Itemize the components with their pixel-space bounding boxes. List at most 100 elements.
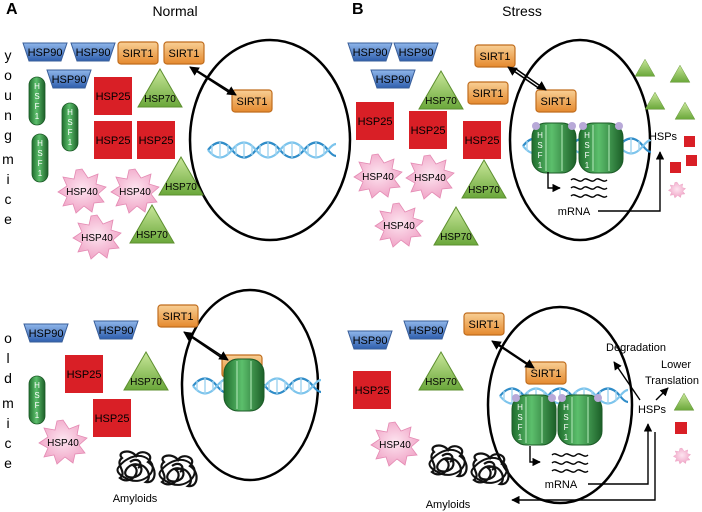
- svg-text:n: n: [4, 107, 12, 123]
- svg-text:SIRT1: SIRT1: [237, 96, 268, 108]
- svg-text:F: F: [35, 401, 40, 410]
- svg-text:o: o: [4, 67, 12, 83]
- arrow: [515, 68, 547, 91]
- svg-text:S: S: [34, 391, 39, 400]
- svg-text:F: F: [564, 423, 569, 432]
- hsp90-box: HSP90: [347, 330, 393, 350]
- hsp40-star: HSP40: [38, 419, 88, 465]
- svg-text:H: H: [34, 82, 40, 91]
- svg-text:c: c: [5, 435, 12, 451]
- hsf1-trimer: H S F 1: [531, 122, 577, 174]
- svg-text:F: F: [68, 128, 73, 137]
- svg-text:HSP25: HSP25: [465, 135, 500, 147]
- svg-text:H: H: [34, 381, 40, 390]
- hsf1-trimer: H S F 1: [557, 394, 603, 446]
- hsp70-small: [669, 64, 691, 83]
- hsp40-star: HSP40: [374, 202, 424, 248]
- hsp90-box: HSP90: [393, 42, 439, 62]
- svg-text:SIRT1: SIRT1: [469, 319, 500, 331]
- svg-text:y: y: [5, 47, 12, 63]
- hsp40-star: HSP40: [353, 153, 403, 199]
- svg-text:m: m: [2, 151, 14, 167]
- hsp25-square: HSP25: [137, 121, 175, 159]
- svg-text:1: 1: [68, 138, 73, 147]
- hsp90-box: HSP90: [23, 323, 69, 343]
- hsp25-small: [675, 422, 687, 434]
- hsp70-small: [674, 101, 696, 120]
- svg-text:HSP70: HSP70: [425, 377, 457, 388]
- svg-text:HSP25: HSP25: [96, 91, 131, 103]
- svg-text:HSP40: HSP40: [47, 438, 79, 449]
- panel-a-young: HSP90 HSP90 HSP90 SIRT1 SIRT1 SIRT1 H S …: [22, 38, 352, 260]
- hsf1-monomer: H S F 1: [28, 375, 46, 425]
- nucleus: [486, 305, 634, 505]
- svg-text:HSP90: HSP90: [29, 328, 64, 340]
- hsf1-monomer: H S F 1: [31, 133, 49, 183]
- svg-text:m: m: [2, 395, 14, 411]
- svg-text:1: 1: [585, 161, 590, 170]
- svg-text:H: H: [584, 131, 590, 140]
- svg-text:HSP70: HSP70: [440, 232, 472, 243]
- svg-text:F: F: [35, 102, 40, 111]
- svg-text:F: F: [38, 159, 43, 168]
- svg-text:F: F: [538, 151, 543, 160]
- svg-text:H: H: [37, 139, 43, 148]
- svg-text:g: g: [4, 127, 12, 143]
- svg-text:HSP40: HSP40: [379, 440, 411, 451]
- arrow: [491, 340, 529, 366]
- svg-text:H: H: [563, 403, 569, 412]
- svg-text:1: 1: [564, 433, 569, 442]
- hsp90-box: HSP90: [70, 42, 116, 62]
- arrow: [547, 172, 561, 193]
- hsf1-monomer: H S F 1: [61, 102, 79, 152]
- hsp40-star: HSP40: [110, 168, 160, 214]
- svg-text:SIRT1: SIRT1: [541, 96, 572, 108]
- svg-text:HSP70: HSP70: [468, 185, 500, 196]
- sirt1-box: SIRT1: [157, 304, 199, 328]
- svg-text:1: 1: [35, 411, 40, 420]
- mrna-label: mRNA: [558, 206, 591, 218]
- svg-text:S: S: [517, 413, 522, 422]
- nucleus: [180, 288, 320, 482]
- dna-helix: [206, 140, 338, 160]
- hsp70-triangle: HSP70: [418, 351, 464, 391]
- svg-text:H: H: [517, 403, 523, 412]
- svg-text:1: 1: [518, 433, 523, 442]
- svg-text:HSP70: HSP70: [144, 94, 176, 105]
- translation-label: Translation: [645, 375, 699, 387]
- hsp90-box: HSP90: [93, 320, 139, 340]
- arrow: [189, 334, 229, 361]
- row-label-young-mice: y o u n g m i c e: [2, 47, 14, 227]
- svg-text:HSP40: HSP40: [383, 221, 415, 232]
- nucleus: [188, 38, 352, 242]
- svg-text:e: e: [4, 211, 12, 227]
- degradation-label: Degradation: [606, 342, 666, 354]
- svg-text:SIRT1: SIRT1: [169, 48, 200, 60]
- hsp25-square: HSP25: [93, 399, 131, 437]
- amyloids-label: Amyloids: [426, 499, 471, 511]
- svg-text:e: e: [4, 455, 12, 471]
- panel-letter-a: A: [6, 1, 18, 18]
- svg-text:HSP90: HSP90: [353, 47, 388, 59]
- hsp40-small: [668, 181, 686, 199]
- svg-text:c: c: [5, 191, 12, 207]
- svg-text:HSP90: HSP90: [52, 74, 87, 86]
- svg-text:HSP90: HSP90: [409, 325, 444, 337]
- svg-text:1: 1: [538, 161, 543, 170]
- sirt1-box: SIRT1: [467, 81, 509, 105]
- svg-text:HSP70: HSP70: [165, 182, 197, 193]
- hsp40-star: HSP40: [370, 421, 420, 467]
- hsf1-monomer: H S F 1: [28, 76, 46, 126]
- sirt1-box: SIRT1: [163, 41, 205, 65]
- hsp90-box: HSP90: [347, 42, 393, 62]
- svg-text:d: d: [4, 370, 12, 386]
- hsp25-square: HSP25: [409, 111, 447, 149]
- svg-text:l: l: [6, 350, 9, 366]
- hsps-label: HSPs: [649, 131, 678, 143]
- arrow: [497, 343, 535, 369]
- hsp70-triangle: HSP70: [137, 68, 183, 108]
- hsps-label: HSPs: [638, 404, 667, 416]
- svg-text:HSP40: HSP40: [119, 187, 151, 198]
- panel-letter-b: B: [352, 1, 364, 18]
